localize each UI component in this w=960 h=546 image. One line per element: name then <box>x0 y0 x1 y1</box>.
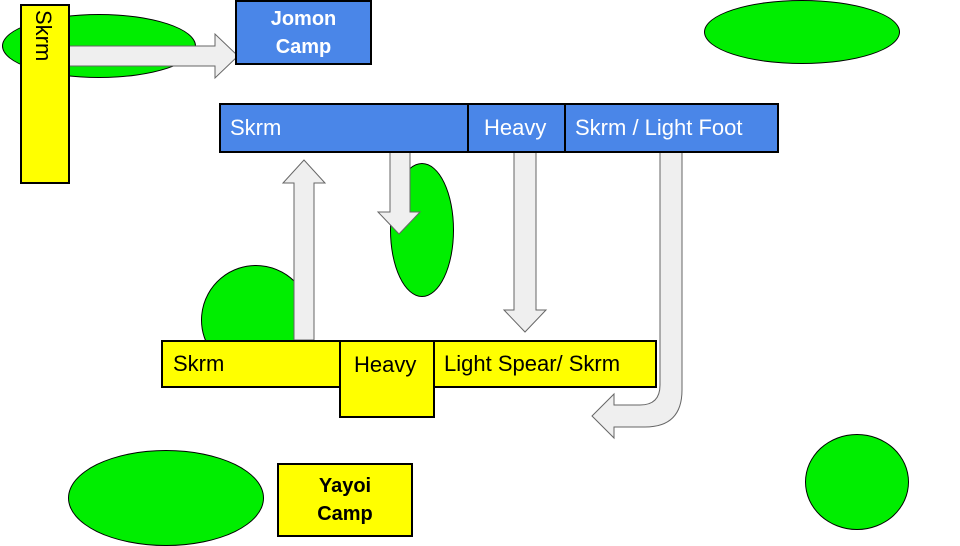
forest-bottom-right <box>805 434 909 530</box>
jomon-skrm-label: Skrm <box>230 115 282 140</box>
yayoi-light-spear-label: Light Spear/ Skrm <box>444 351 621 376</box>
yayoi-skrm-unit: Skrm <box>161 340 341 388</box>
side-skrm-unit: Skrm <box>20 4 70 184</box>
arrow-down-heavy <box>502 151 548 333</box>
jomon-heavy-unit: Heavy <box>467 103 566 153</box>
yayoi-skrm-label: Skrm <box>173 351 225 376</box>
forest-bottom-left <box>68 450 264 546</box>
yayoi-heavy-label: Heavy <box>354 352 417 377</box>
jomon-skrm-unit: Skrm <box>219 103 469 153</box>
side-skrm-label: Skrm <box>31 10 56 62</box>
jomon-light-foot-unit: Skrm / Light Foot <box>564 103 779 153</box>
arrow-to-jomon-camp <box>67 32 239 80</box>
arrow-curved-flank <box>591 151 683 440</box>
yayoi-heavy-unit: Heavy <box>339 340 435 418</box>
jomon-camp-label: Jomon Camp <box>270 7 337 58</box>
yayoi-camp: Yayoi Camp <box>277 463 413 537</box>
jomon-heavy-label: Heavy <box>484 115 547 140</box>
arrow-up-skrm <box>281 159 327 341</box>
yayoi-light-spear-unit: Light Spear/ Skrm <box>433 340 657 388</box>
yayoi-camp-label: Yayoi Camp <box>317 475 373 525</box>
jomon-light-foot-label: Skrm / Light Foot <box>575 115 743 140</box>
forest-top-right <box>704 0 900 64</box>
jomon-camp: Jomon Camp <box>235 0 372 65</box>
arrow-down-skrm <box>376 151 422 235</box>
